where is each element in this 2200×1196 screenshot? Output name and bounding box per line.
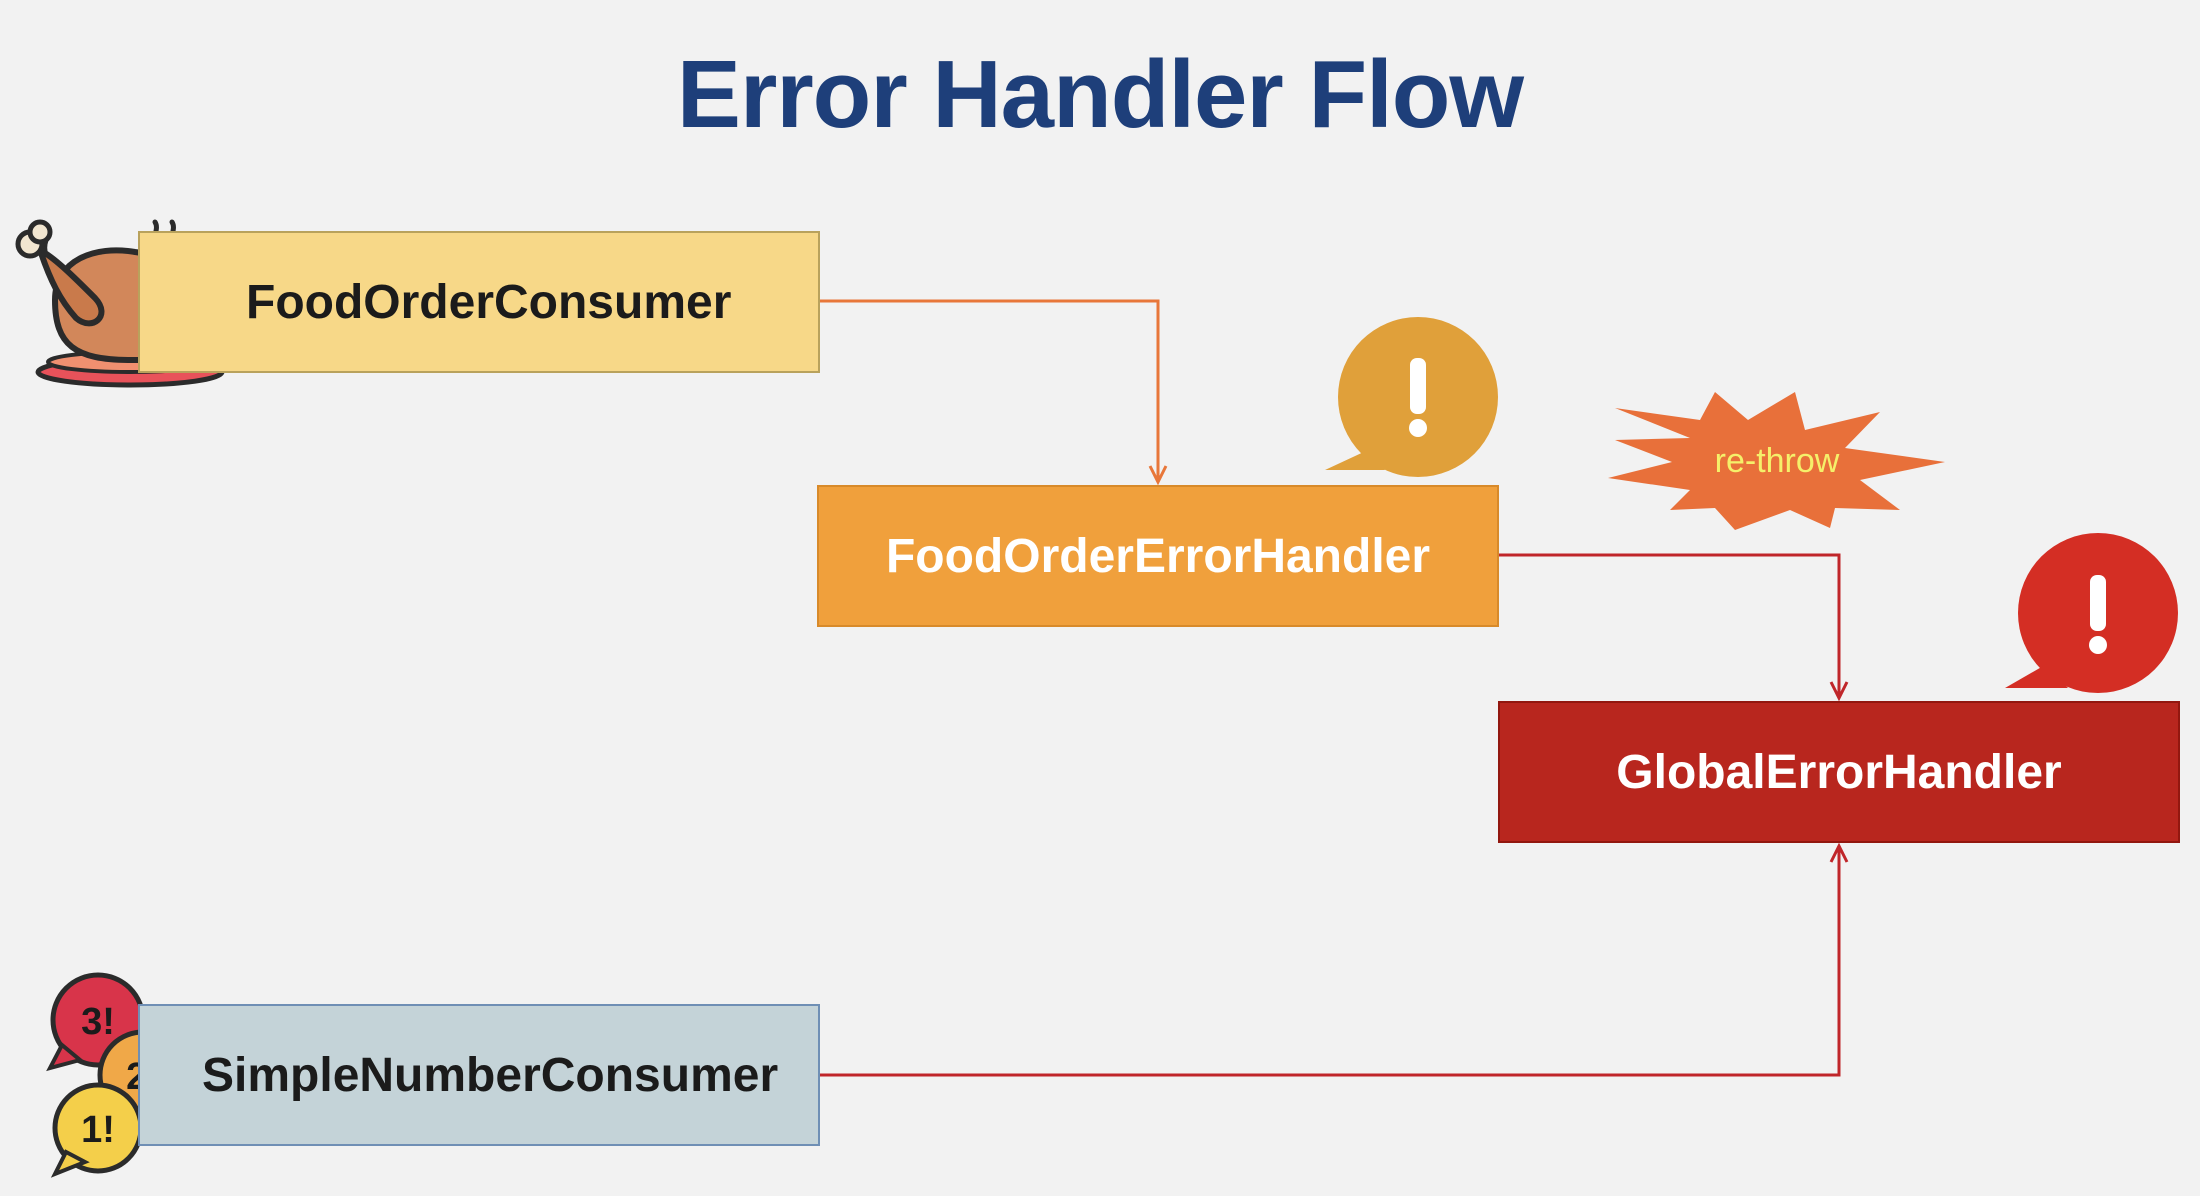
food-order-error-handler-label: FoodOrderErrorHandler	[885, 529, 1431, 583]
exclamation-speech-bubble-icon	[2005, 533, 2178, 693]
rethrow-label: re-throw	[1715, 442, 1840, 480]
global-error-handler-label: GlobalErrorHandler	[1616, 745, 2062, 799]
simple-number-consumer-box: SimpleNumberConsumer	[138, 1004, 820, 1146]
edge-number-consumer-to-global	[820, 848, 1841, 1077]
edge-food-handler-to-global	[1499, 553, 1841, 696]
arrowhead-global-top	[1829, 681, 1849, 702]
page-title: Error Handler Flow	[676, 41, 1524, 148]
exclamation-speech-bubble-icon	[1325, 317, 1498, 477]
arrowhead-global-bottom	[1829, 842, 1849, 863]
bubble-three-label: 3!	[81, 1001, 115, 1043]
simple-number-consumer-label: SimpleNumberConsumer	[202, 1048, 779, 1102]
food-order-consumer-label: FoodOrderConsumer	[246, 275, 732, 329]
bubble-one: 1!	[50, 1082, 144, 1178]
rethrow-burst: re-throw	[1608, 392, 1945, 530]
bubble-one-label: 1!	[81, 1109, 115, 1151]
numbered-speech-bubbles-icon: 3! 2! 1!	[46, 972, 195, 1178]
arrowhead-food-handler	[1148, 465, 1168, 486]
food-order-consumer-box: FoodOrderConsumer	[138, 231, 820, 373]
global-error-handler-box: GlobalErrorHandler	[1498, 701, 2180, 843]
edge-food-consumer-to-food-handler	[820, 299, 1160, 480]
food-order-error-handler-box: FoodOrderErrorHandler	[817, 485, 1499, 627]
